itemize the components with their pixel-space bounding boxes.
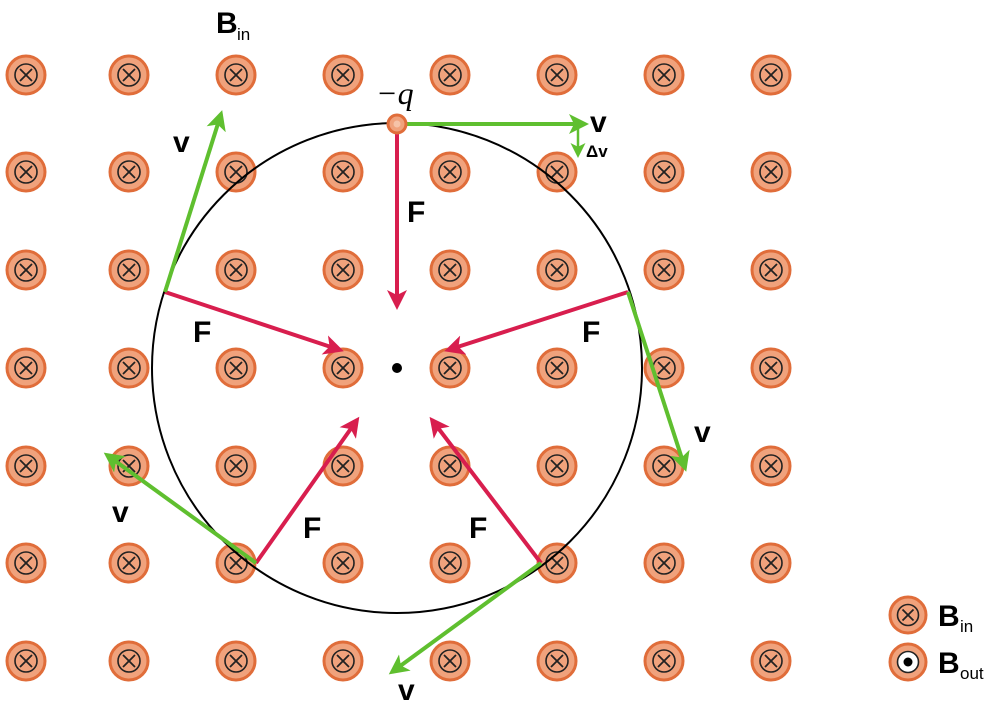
field-marker-in [643,151,685,193]
field-marker-in [750,54,792,96]
field-marker-in [322,249,364,291]
field-marker-in [643,249,685,291]
force-arrow-left [164,290,344,355]
field-marker-in [5,249,47,291]
legend-b-in-label: B [938,600,960,633]
velocity-arrow-lower-right [388,561,543,675]
velocity-label-lower-left: v [112,496,129,529]
field-marker-in [5,542,47,584]
velocity-label-top: v [590,106,607,139]
field-marker-in [215,54,257,96]
field-marker-in [536,640,578,682]
field-marker-in [322,640,364,682]
field-marker-in [108,347,150,389]
force-arrow-lower-left [254,416,360,565]
field-marker-in [750,640,792,682]
velocity-arrow-lower-left [103,452,258,565]
charge-label: −q [376,75,414,111]
field-label-b: B [216,7,238,40]
field-marker-in [750,347,792,389]
field-marker-in [108,151,150,193]
field-marker-in [322,347,364,389]
force-label-left: F [193,316,211,349]
field-marker-in [536,54,578,96]
field-marker-in [429,640,471,682]
force-label-right: F [582,316,600,349]
field-marker-in [429,249,471,291]
legend-b-in-symbol [888,595,928,635]
field-marker-in [750,542,792,584]
field-marker-in [5,54,47,96]
force-label-lower-right: F [469,512,487,545]
velocity-label-bottom: v [398,674,415,707]
field-marker-in [429,347,471,389]
field-marker-in [750,151,792,193]
field-marker-in [750,249,792,291]
field-marker-in [215,151,257,193]
field-marker-in [643,54,685,96]
field-marker-in [536,445,578,487]
force-label-lower-left: F [303,512,321,545]
field-marker-in [429,54,471,96]
charge-particle [386,113,408,135]
velocity-label-left: v [173,126,190,159]
field-marker-in [5,151,47,193]
field-marker-in [322,151,364,193]
legend-b-out-symbol [888,642,928,682]
force-label-top: F [407,196,425,229]
field-marker-in [643,640,685,682]
field-marker-in [215,640,257,682]
force-arrow-lower-right [429,416,543,565]
field-marker-in [429,151,471,193]
orbit-center-dot [392,363,402,373]
field-marker-in [5,445,47,487]
field-marker-in [429,445,471,487]
field-marker-in [108,542,150,584]
velocity-arrow-right [626,291,690,472]
field-marker-in [215,445,257,487]
magnetic-field-grid [5,54,792,682]
field-marker-in [108,640,150,682]
legend: B in B out [888,595,984,683]
field-marker-in [215,347,257,389]
field-marker-in [643,445,685,487]
field-marker-in [5,640,47,682]
field-marker-in [5,347,47,389]
legend-b-out-label: B [938,647,960,680]
velocity-arrow-left [163,110,226,293]
field-marker-in [643,542,685,584]
velocity-label-right: v [694,416,711,449]
legend-b-in-sub: in [960,617,973,636]
delta-v-label: Δv [586,142,608,161]
field-marker-in [536,347,578,389]
velocity-arrows [103,110,690,675]
field-marker-in [108,249,150,291]
field-marker-in [215,249,257,291]
field-marker-in [536,249,578,291]
field-marker-in [322,542,364,584]
field-marker-in [750,445,792,487]
field-marker-in [322,445,364,487]
field-marker-in [536,542,578,584]
force-arrow-right [444,290,629,355]
field-marker-in [108,54,150,96]
field-marker-in [429,542,471,584]
force-arrows [164,127,629,565]
field-label-sub: in [237,25,250,44]
field-marker-in [322,54,364,96]
field-marker-in [536,151,578,193]
legend-b-out-sub: out [960,664,984,683]
